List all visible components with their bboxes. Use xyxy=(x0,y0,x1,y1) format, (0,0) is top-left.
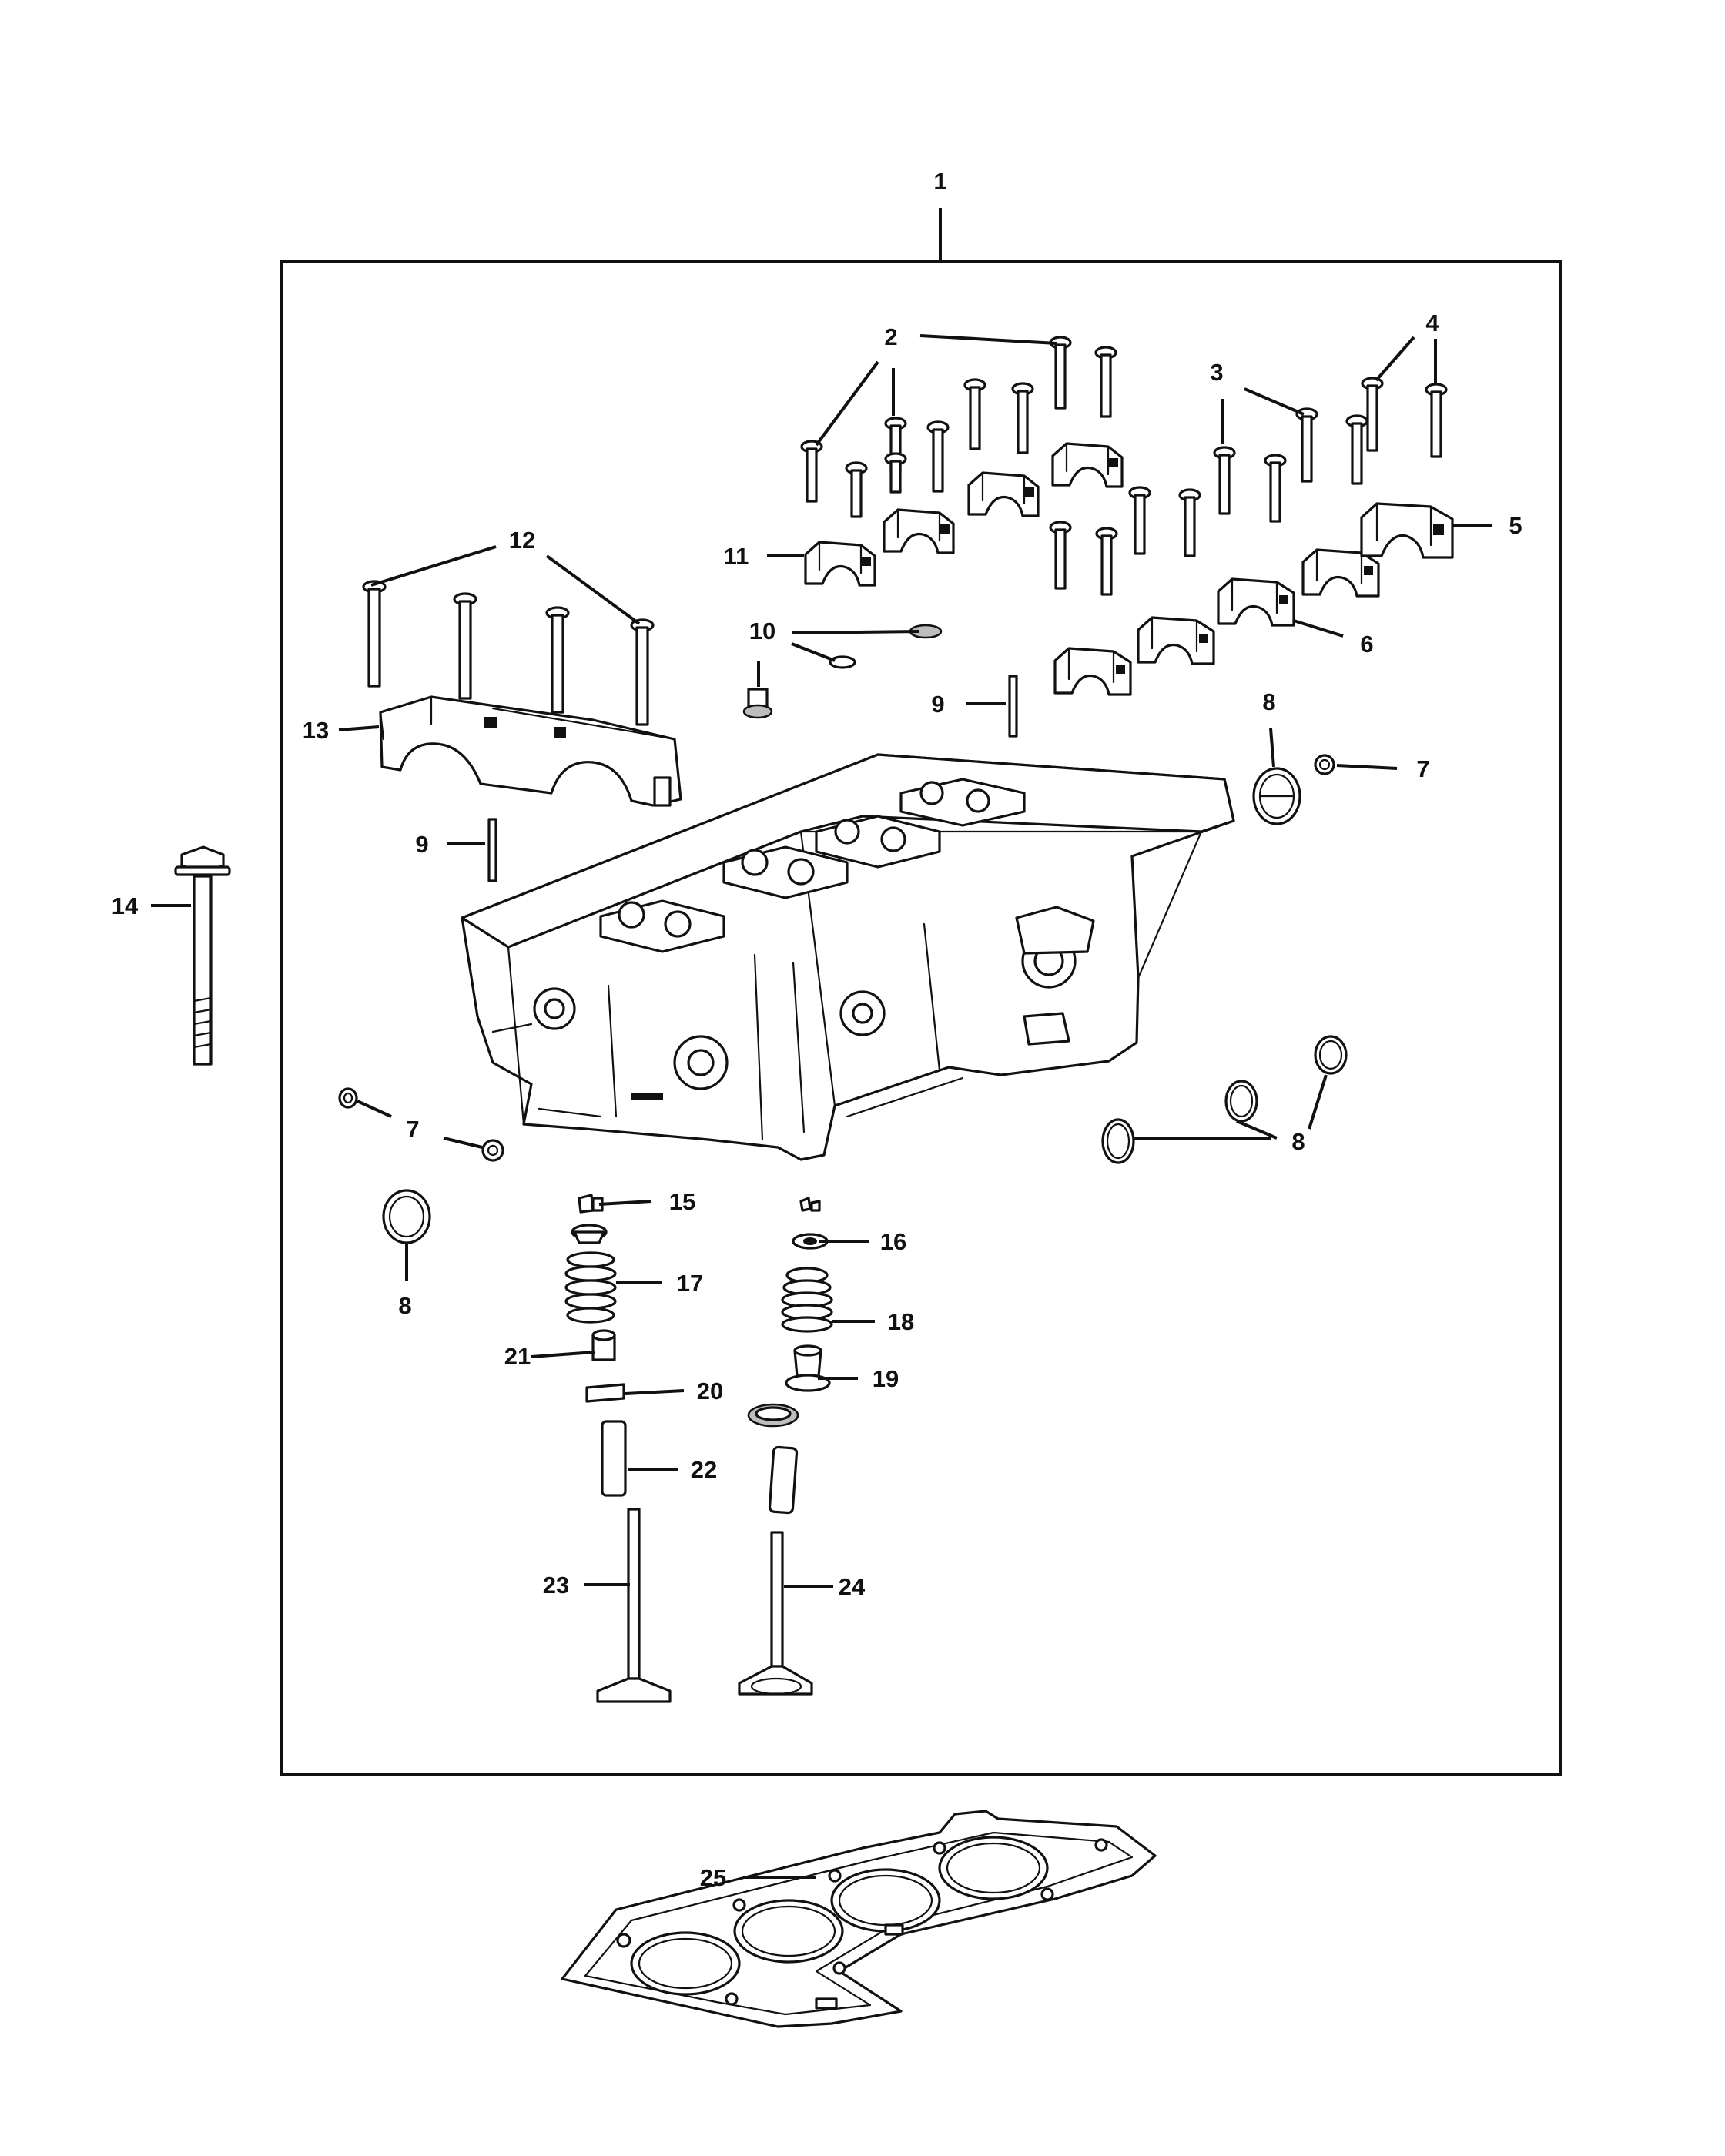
callout-15: 15 xyxy=(669,1188,695,1215)
callout-2: 2 xyxy=(884,323,897,350)
callout-6: 6 xyxy=(1360,631,1373,658)
callout-7: 7 xyxy=(1416,755,1429,782)
assembly-frame xyxy=(280,260,1562,1776)
callout-14: 14 xyxy=(112,892,139,919)
cup-plugs-7 xyxy=(338,754,1335,1162)
callout-9: 9 xyxy=(931,691,944,718)
callout-21: 21 xyxy=(504,1343,531,1370)
callout-19: 19 xyxy=(873,1365,899,1392)
seals-10 xyxy=(742,624,943,719)
front-cap-bolts xyxy=(362,580,655,726)
callout-23: 23 xyxy=(543,1572,569,1599)
callout-20: 20 xyxy=(697,1378,723,1404)
cylinder-head-casting xyxy=(461,753,1235,1161)
dowel-pin-lower xyxy=(487,818,497,882)
callout-8: 8 xyxy=(1262,688,1275,715)
callout-8c: 8 xyxy=(398,1292,411,1319)
callout-9b: 9 xyxy=(415,831,428,858)
callout-5: 5 xyxy=(1509,512,1522,539)
callout-18: 18 xyxy=(888,1308,914,1335)
callout-4: 4 xyxy=(1425,310,1439,336)
callout-10: 10 xyxy=(749,618,775,644)
callout-24: 24 xyxy=(839,1573,866,1600)
intake-valve-stack xyxy=(564,1194,672,1703)
callout-1: 1 xyxy=(933,168,946,195)
callout-12: 12 xyxy=(509,527,535,554)
front-bearing-cap xyxy=(379,695,682,807)
cylinder-head-gasket xyxy=(561,1810,1157,2028)
callout-7b: 7 xyxy=(406,1116,419,1143)
cylinder-head-bolt-long xyxy=(174,845,231,1066)
exhaust-valve-stack xyxy=(738,1197,833,1696)
cam-cap-bolts xyxy=(800,336,1448,596)
callout-8b: 8 xyxy=(1291,1128,1305,1155)
callout-13: 13 xyxy=(303,717,329,744)
callout-22: 22 xyxy=(691,1456,717,1483)
callout-17: 17 xyxy=(677,1270,703,1297)
callout-16: 16 xyxy=(880,1228,906,1255)
callout-11: 11 xyxy=(724,543,749,570)
expansion-plugs-8 xyxy=(382,767,1348,1244)
callout-25: 25 xyxy=(700,1864,726,1891)
dowel-pin-upper xyxy=(1008,675,1018,738)
callout-3: 3 xyxy=(1210,359,1223,386)
camshaft-bearing-caps xyxy=(804,442,1454,696)
